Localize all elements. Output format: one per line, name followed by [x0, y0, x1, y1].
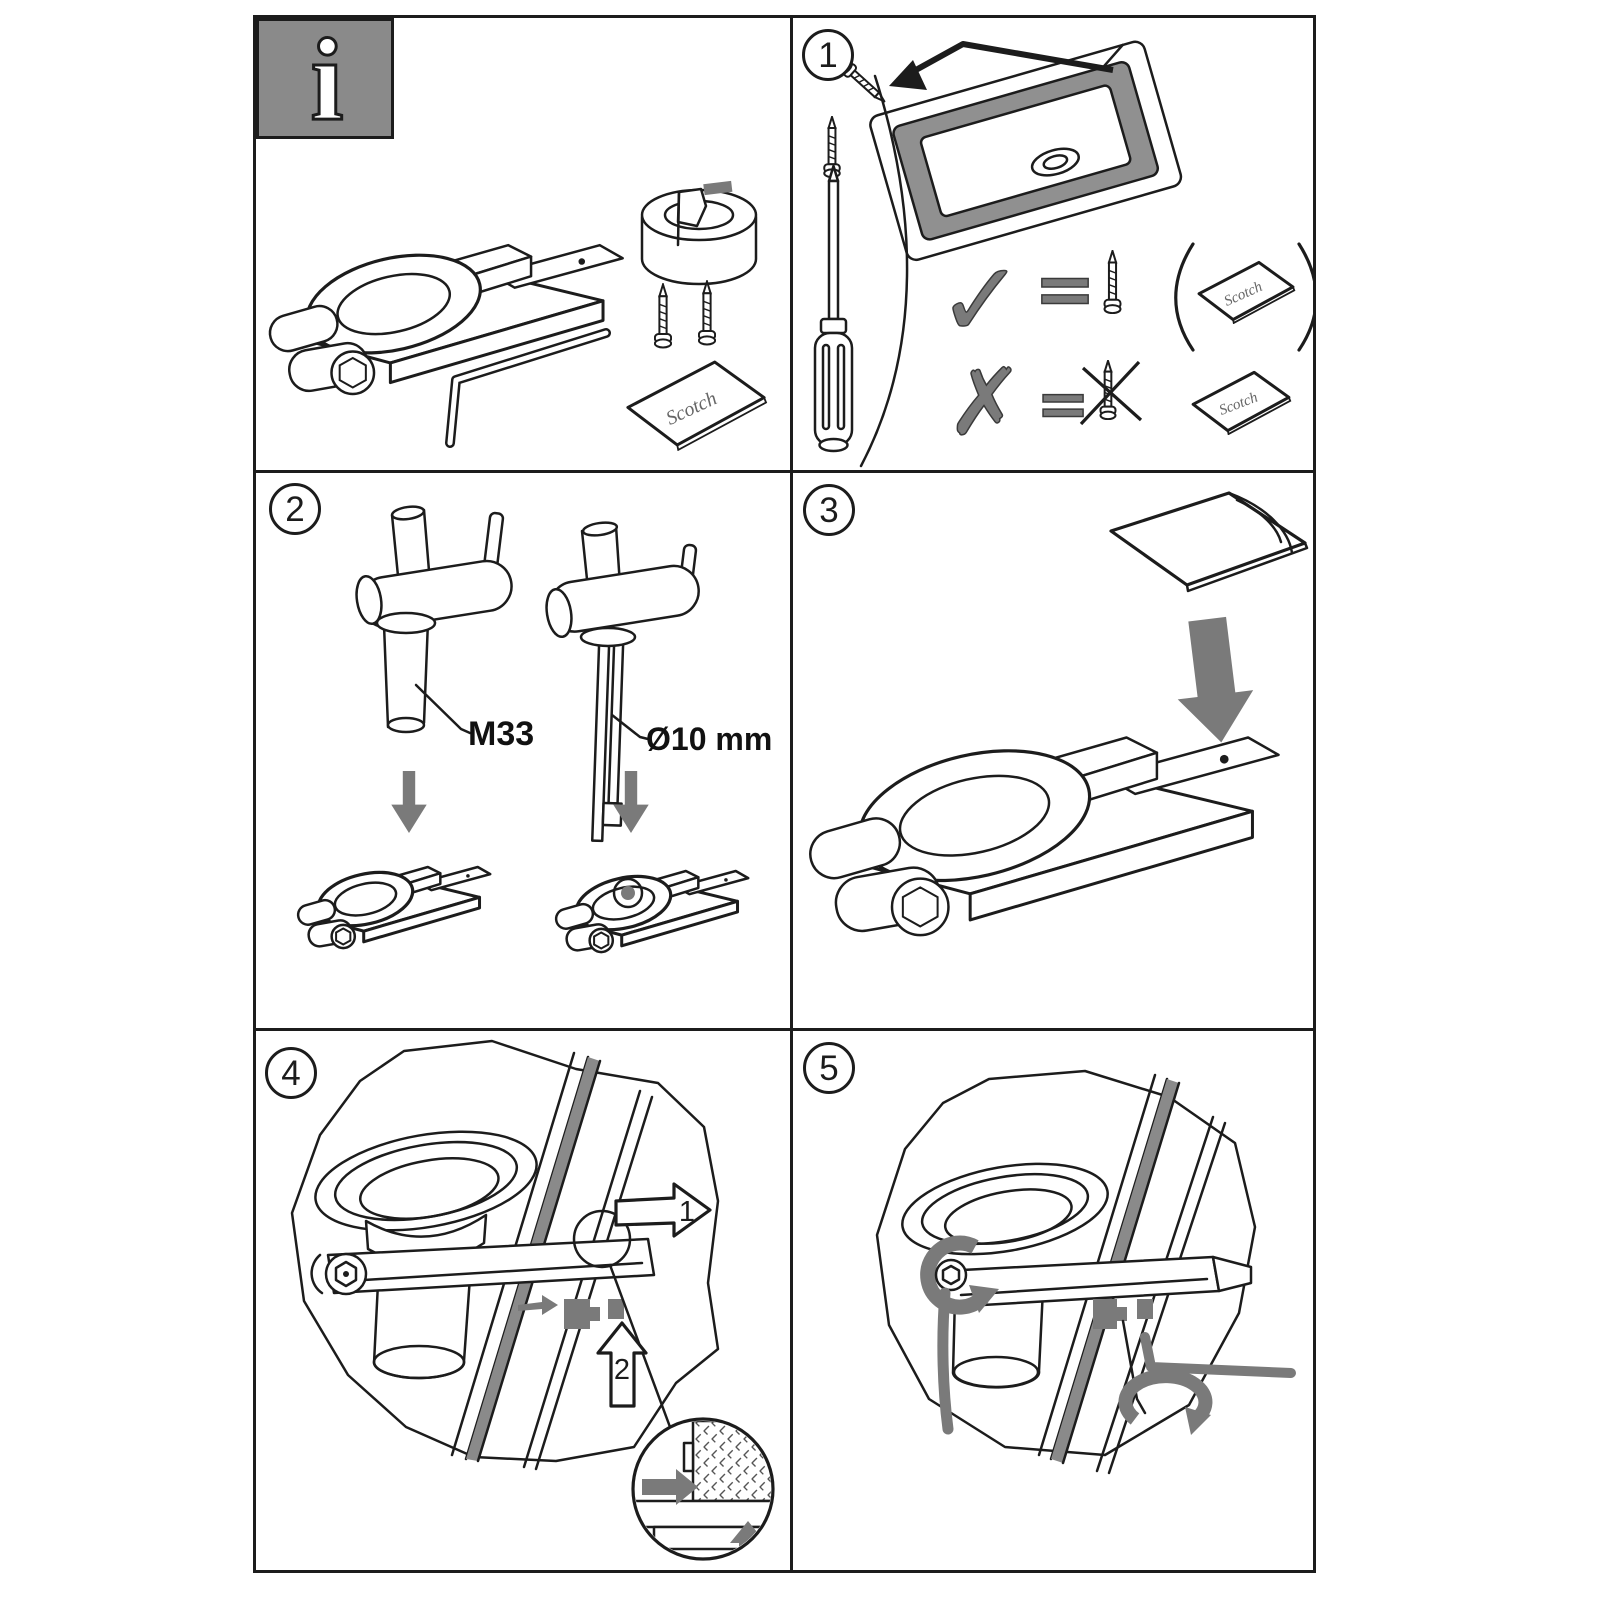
crossed-out-screw [1079, 360, 1143, 426]
push-up-arrow-2: 2 [596, 1321, 648, 1408]
clamp-arm [941, 1255, 1253, 1329]
allen-key-vertical [937, 1287, 954, 1435]
step-number: 5 [819, 1048, 839, 1088]
panel-step-5: 5 [793, 1031, 1313, 1570]
sink-underside-illustration [869, 40, 1183, 262]
arrow-2-label: 2 [614, 1354, 630, 1386]
paren-right [1297, 242, 1313, 352]
tailpiece-cup [951, 1287, 1045, 1389]
rotate-arrow-icon [920, 1235, 999, 1315]
cross-icon: ✗ [946, 349, 1023, 456]
step-4-illustration: 1 2 [290, 1039, 775, 1561]
step-2-illustration [296, 505, 750, 954]
panel-step-1: 1 [793, 18, 1313, 473]
panel-step-2: 2 M33 Ø10 mm [256, 473, 793, 1031]
step-3-illustration [793, 491, 1309, 1028]
info-letter: i [311, 21, 344, 136]
screw-icon [654, 283, 672, 349]
step-number-badge: 4 [265, 1047, 317, 1099]
step-number: 3 [819, 490, 839, 530]
equals-icon: = [1034, 246, 1096, 332]
equals-icon: = [1036, 368, 1090, 442]
pipe-diameter-label: Ø10 mm [646, 721, 773, 757]
step-1-illustration: ✓ = Scotch ✗ = Scotch [813, 40, 1313, 468]
thread-label-leader [414, 683, 472, 735]
pipe-label-leader [610, 713, 650, 741]
faucet-10mm-illustration [545, 521, 700, 843]
faucet-m33-illustration [355, 505, 513, 734]
step-number: 2 [285, 489, 305, 529]
adhesive-pad-illustration: Scotch [1198, 261, 1296, 324]
hex-screw [934, 1258, 968, 1292]
slide-arrow-1: 1 [614, 1182, 712, 1238]
step-number: 4 [281, 1053, 301, 1093]
leader-line [1121, 1319, 1147, 1415]
peeling-pad-illustration [1109, 491, 1309, 593]
thread-size-label: M33 [468, 715, 535, 753]
screw-icon [698, 280, 716, 346]
allen-key-horizontal [1140, 1332, 1296, 1378]
panel-info: i [256, 18, 793, 473]
clamp-arm [310, 1237, 656, 1329]
step-5-illustration [875, 1069, 1296, 1475]
magnifier-source-circle [572, 1209, 632, 1269]
screwdriver-illustration [813, 164, 854, 453]
sink-flange [901, 1162, 1109, 1256]
divider-curve [859, 74, 909, 468]
panel-step-4: 4 [256, 1031, 793, 1570]
screw-direction-arrow [889, 41, 1114, 90]
detail-inset [631, 1417, 775, 1561]
apply-down-arrow [1177, 616, 1254, 743]
split-collar-illustration [640, 180, 758, 286]
step-number: 1 [818, 35, 838, 75]
arrow-1-label: 1 [679, 1196, 695, 1228]
adhesive-pad-illustration: Scotch [1192, 371, 1292, 435]
mounting-clamp-icon [266, 240, 623, 394]
sink-flange [314, 1130, 538, 1232]
paren-left [1174, 242, 1195, 352]
check-icon: ✓ [937, 239, 1024, 361]
down-arrow-icon [391, 771, 427, 833]
screw-icon [1103, 250, 1122, 314]
parts-overview-illustration: Scotch [256, 180, 768, 451]
mounting-clamp-icon [805, 730, 1279, 935]
step-number-badge: 3 [803, 484, 855, 536]
step-number-badge: 2 [269, 483, 321, 535]
rotate-c-arrow-icon [1118, 1369, 1213, 1435]
tailpiece-cup [372, 1275, 472, 1380]
step-number-badge: 5 [803, 1042, 855, 1094]
push-right-arrow-icon [642, 1469, 698, 1505]
panel-step-3: 3 [793, 473, 1313, 1031]
info-icon: i [256, 18, 394, 139]
allen-key-illustration [445, 328, 611, 448]
mounting-clamp-icon [554, 866, 750, 954]
pin-detail [682, 1441, 695, 1473]
adhesive-pad-illustration: Scotch [626, 360, 768, 451]
mounting-clamp-icon [296, 862, 492, 950]
step-number-badge: 1 [802, 29, 854, 81]
clamp-assembly-illustration [266, 240, 623, 394]
instruction-grid: i [253, 15, 1316, 1573]
pipe-adapter-detail [612, 877, 644, 909]
